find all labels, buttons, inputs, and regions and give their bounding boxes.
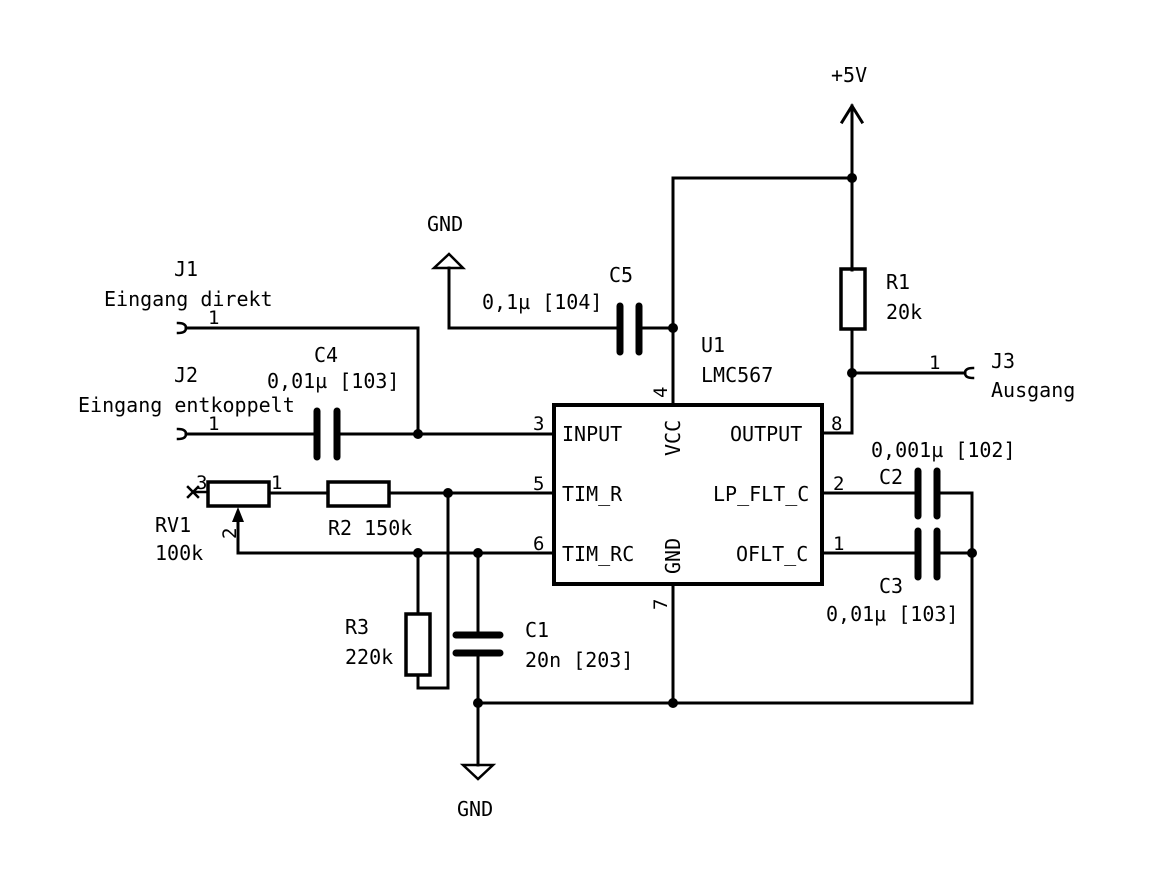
pin-vcc-num: 4 [650,387,672,398]
pin-output-num: 8 [831,413,842,435]
resistor-r1[interactable]: R1 20k [839,267,922,331]
rv1-pin3: 3 [196,472,207,494]
pin-timr-name: TIM_R [562,482,623,506]
pin-input-name: INPUT [562,422,622,446]
rv1-wiper-arrow-icon [232,507,244,522]
c3-value: 0,01µ [103] [826,602,958,626]
j1-ref: J1 [174,257,198,281]
rv1-ref: RV1 [155,513,191,537]
junction [847,173,857,183]
pin-oflt-name: OFLT_C [736,542,808,566]
wire-timr-r3 [416,491,450,690]
gnd-top-label: GND [427,212,463,236]
capacitor-c3[interactable]: C3 0,01µ [103] [826,527,958,626]
gnd-symbol-bottom: GND [457,763,497,821]
c5-ref: C5 [609,263,633,287]
pin-oflt-num: 1 [833,533,844,555]
rv1-pin1: 1 [271,472,282,494]
r3-ref: R3 [345,615,369,639]
resistor-r2[interactable]: R2 150k [326,480,412,540]
j1-name: Eingang direkt [104,287,273,311]
r2-label: R2 150k [328,516,412,540]
wires [184,120,974,767]
rv1-body [206,480,271,508]
r1-ref: R1 [886,270,910,294]
potentiometer-rv1[interactable]: 3 1 2 RV1 100k [155,472,282,565]
junction [473,698,483,708]
pin-timrc-num: 6 [533,533,544,555]
capacitor-c2[interactable]: 0,001µ [102] C2 [871,438,1016,520]
vcc-symbol: +5V [831,63,867,180]
c1-value: 20n [203] [525,648,633,672]
wire-gnd-bus [476,551,974,705]
pin-gnd-num: 7 [650,599,672,610]
rv1-value: 100k [155,541,203,565]
pin-lpflt-name: LP_FLT_C [713,482,809,506]
r2-body [326,480,391,508]
r3-body [404,612,432,677]
junction [668,698,678,708]
wire-j1 [184,326,420,436]
pin-timr-num: 5 [533,473,544,495]
c2-ref: C2 [879,465,903,489]
no-connect-icon [186,485,210,499]
j3-pin-icon [963,366,975,380]
junction [668,323,678,333]
j1-pin-icon [176,321,188,335]
gnd-bottom-icon [459,763,497,781]
gnd-bottom-label: GND [457,797,493,821]
j3-ref: J3 [991,349,1015,373]
junction [413,429,423,439]
resistor-r3[interactable]: R3 220k [345,612,432,677]
r1-body [839,267,867,331]
ic-u1[interactable]: U1 LMC567 3 INPUT 5 TIM_R 6 TIM_RC 8 OUT… [533,333,844,610]
wire-wiper-timrc [236,518,555,555]
junction [847,368,857,378]
capacitor-c4[interactable]: C4 0,01µ [103] [267,343,399,461]
c2-value: 0,001µ [102] [871,438,1016,462]
junction [473,548,483,558]
pin-input-num: 3 [533,413,544,435]
vcc-label: +5V [831,63,867,87]
gnd-top-icon [430,252,467,270]
r1-value: 20k [886,300,922,324]
capacitor-c1[interactable]: C1 20n [203] [452,618,633,672]
connector-j3[interactable]: 1 J3 Ausgang [929,349,1075,402]
rv1-pin2: 2 [219,528,241,539]
wire-c2 [821,491,974,555]
capacitor-c5[interactable]: C5 0,1µ [104] [482,263,643,356]
junction [967,548,977,558]
pin-vcc-name: VCC [661,420,685,456]
ic-value: LMC567 [701,363,773,387]
j3-pin-num: 1 [929,352,940,374]
wire-c5 [447,266,675,330]
connector-j2[interactable]: J2 Eingang entkoppelt 1 [78,363,295,441]
j1-pin-num: 1 [208,307,219,329]
c5-value: 0,1µ [104] [482,290,602,314]
c4-value: 0,01µ [103] [267,369,399,393]
r3-value: 220k [345,645,393,669]
pin-lpflt-num: 2 [833,473,844,495]
ic-ref: U1 [701,333,725,357]
junction [413,548,423,558]
j3-name: Ausgang [991,378,1075,402]
junction [443,488,453,498]
j2-pin-icon [176,427,188,441]
c4-ref: C4 [314,343,338,367]
ic-body [552,403,824,586]
pin-gnd-name: GND [661,538,685,574]
pin-timrc-name: TIM_RC [562,542,634,566]
j2-name: Eingang entkoppelt [78,393,295,417]
junctions [413,173,977,708]
j2-ref: J2 [174,363,198,387]
c1-ref: C1 [525,618,549,642]
connector-j1[interactable]: J1 Eingang direkt 1 [104,257,273,335]
pin-output-name: OUTPUT [730,422,802,446]
c3-ref: C3 [879,574,903,598]
gnd-symbol-top: GND [427,212,467,270]
j2-pin-num: 1 [208,413,219,435]
wire-vcc-rail [821,120,854,435]
